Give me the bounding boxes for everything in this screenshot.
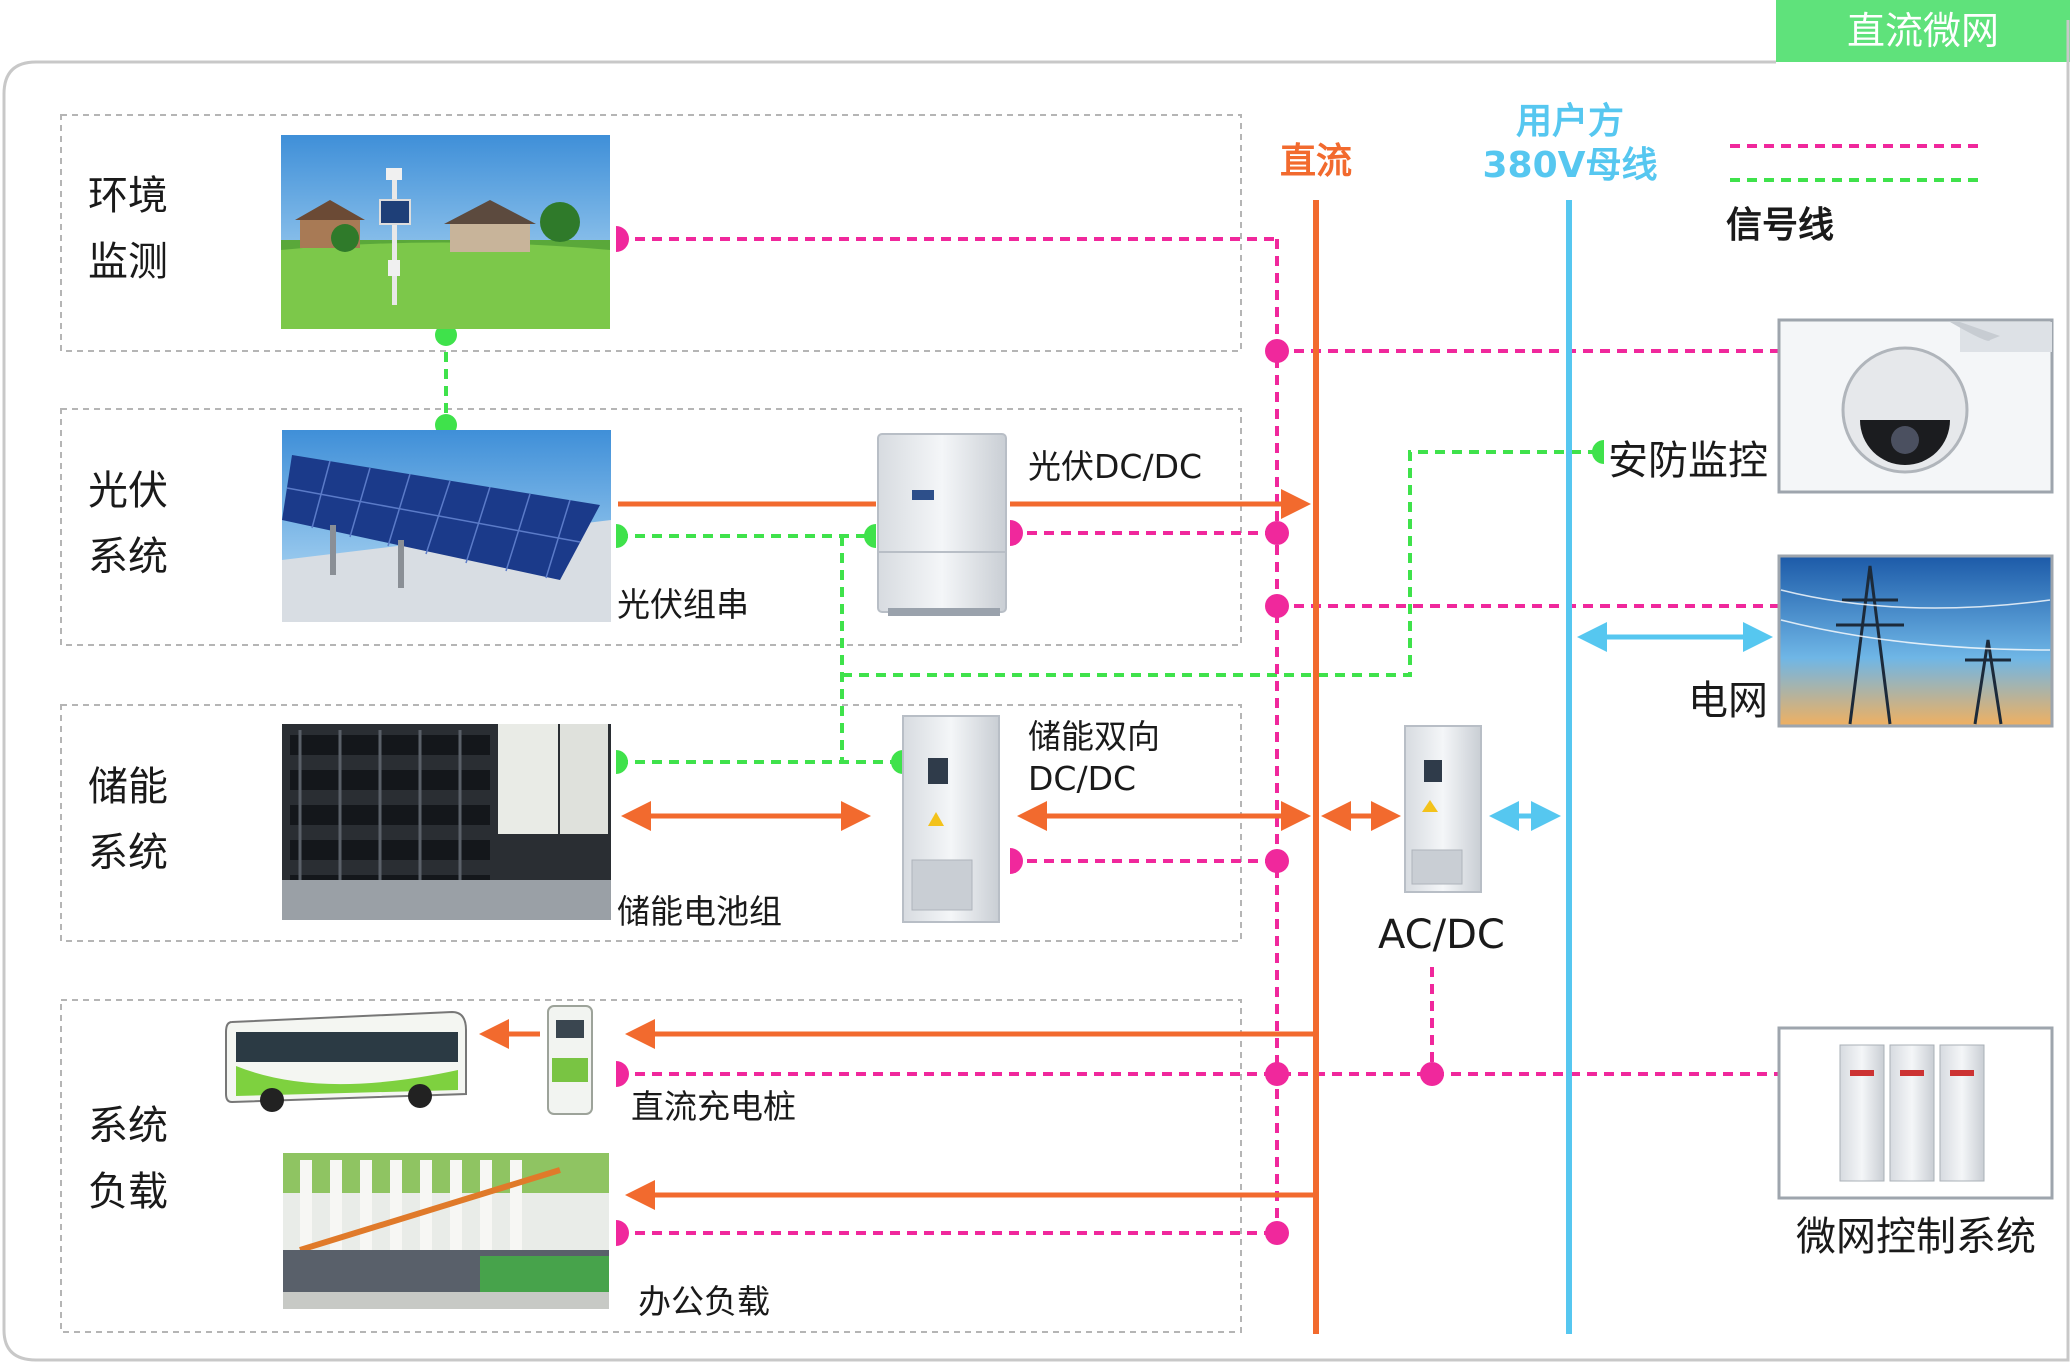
office-building-image bbox=[283, 1153, 609, 1309]
section-title-pv: 光伏 系统 bbox=[88, 458, 168, 590]
section-title-load: 系统 负载 bbox=[88, 1093, 168, 1225]
green-signal-lines bbox=[444, 335, 1594, 764]
battery-label: 储能电池组 bbox=[617, 892, 782, 931]
section-box-load bbox=[60, 999, 1242, 1333]
title-badge: 直流微网 bbox=[1776, 0, 2070, 62]
power-grid-image bbox=[1777, 554, 2054, 728]
solar-panel-image bbox=[282, 430, 611, 622]
dc-power-lines bbox=[479, 489, 1401, 1210]
pv-dcdc-device-image bbox=[877, 433, 1007, 616]
green-signal-dots bbox=[435, 324, 1604, 774]
controller-label: 微网控制系统 bbox=[1796, 1214, 2036, 1260]
section-title-env: 环境 监测 bbox=[88, 163, 168, 295]
ac-bus-label: 用户方 380V母线 bbox=[1482, 101, 1658, 186]
legend-signal-label: 信号线 bbox=[1726, 205, 1835, 246]
section-title-pv-text: 光伏 系统 bbox=[88, 468, 168, 580]
security-camera-image bbox=[1777, 318, 2054, 494]
section-title-storage: 储能 系统 bbox=[88, 754, 168, 886]
grid-label: 电网 bbox=[1688, 678, 1768, 724]
charging-pile-image bbox=[547, 1005, 593, 1115]
section-box-env bbox=[60, 114, 1242, 352]
storage-dcdc-device-image bbox=[902, 715, 1000, 923]
outer-frame bbox=[2, 20, 2070, 1362]
office-label: 办公负载 bbox=[638, 1282, 770, 1321]
pv-dcdc-label: 光伏DC/DC bbox=[1028, 447, 1203, 486]
storage-dcdc-label: 储能双向 DC/DC bbox=[1028, 717, 1160, 798]
env-monitor-image bbox=[281, 135, 610, 329]
ac-power-lines bbox=[1489, 622, 1773, 831]
battery-rack-image bbox=[282, 724, 611, 920]
acdc-label: AC/DC bbox=[1378, 912, 1505, 958]
section-title-env-text: 环境 监测 bbox=[88, 173, 168, 285]
charger-label: 直流充电桩 bbox=[631, 1087, 796, 1126]
magenta-signal-dots bbox=[616, 226, 1444, 1246]
section-box-pv bbox=[60, 408, 1242, 646]
dc-bus-label: 直流 bbox=[1279, 141, 1352, 182]
section-title-load-text: 系统 负载 bbox=[88, 1103, 168, 1215]
section-title-storage-text: 储能 系统 bbox=[88, 764, 168, 876]
electric-bus-image bbox=[225, 1010, 467, 1112]
microgrid-controller-image bbox=[1777, 1026, 2054, 1200]
acdc-device-image bbox=[1404, 725, 1482, 893]
pv-string-label: 光伏组串 bbox=[617, 585, 749, 624]
security-label: 安防监控 bbox=[1608, 438, 1768, 484]
magenta-signal-lines bbox=[618, 237, 1780, 1235]
